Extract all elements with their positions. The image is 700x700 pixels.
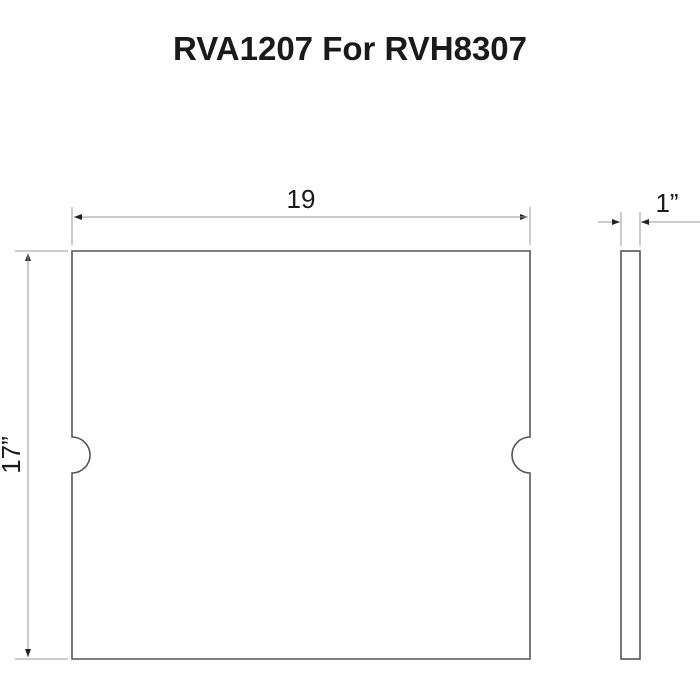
height-dimension	[15, 250, 68, 660]
thickness-dimension	[598, 212, 700, 246]
side-panel-outline	[620, 250, 641, 660]
width-dimension	[71, 207, 531, 245]
width-label: 19	[287, 184, 316, 214]
height-label: 17”	[0, 436, 26, 474]
drawing-title: RVA1207 For RVH8307	[172, 30, 528, 67]
thickness-label: 1”	[655, 188, 678, 218]
front-panel-outline	[71, 250, 531, 660]
